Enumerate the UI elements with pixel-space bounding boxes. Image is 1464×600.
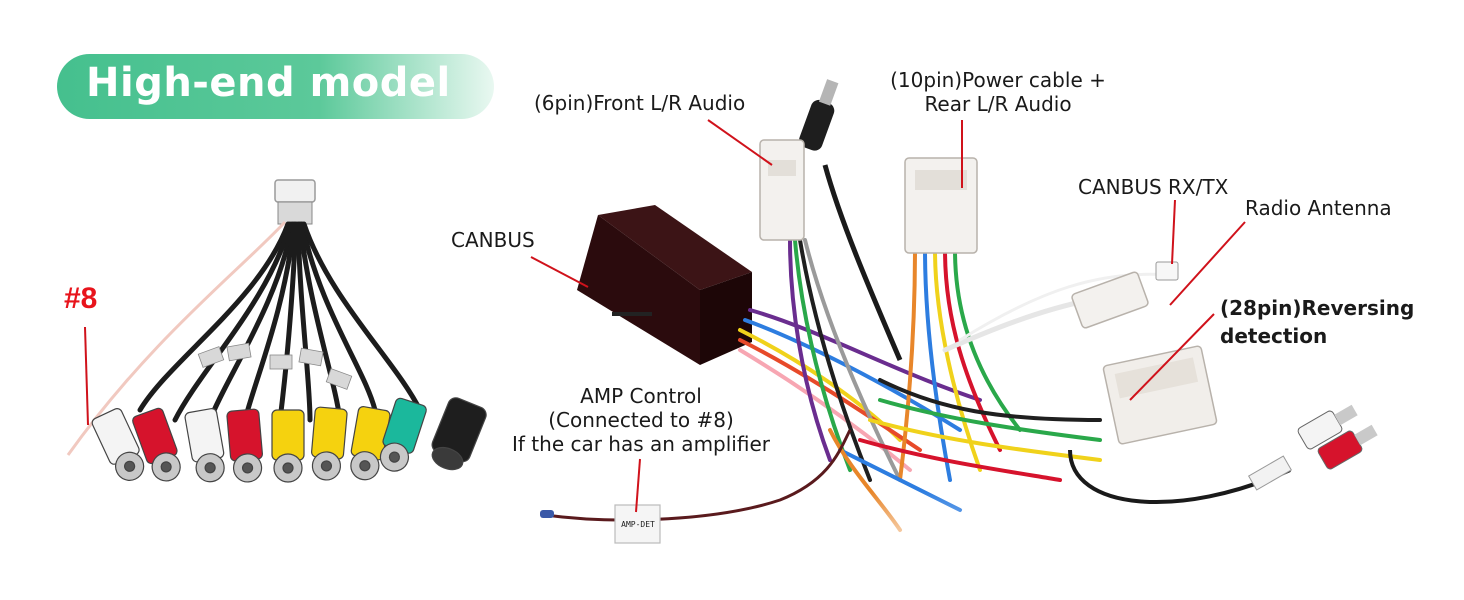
- reversing-label-line2: detection: [1220, 324, 1328, 348]
- marker-8-label: #8: [64, 282, 98, 315]
- power-cable-label-line2: Rear L/R Audio: [924, 92, 1072, 116]
- amp-control-label-line2: (Connected to #8): [548, 408, 734, 432]
- power-cable-label: (10pin)Power cable + Rear L/R Audio: [878, 68, 1118, 116]
- reversing-label: (28pin)Reversing detection: [1220, 294, 1414, 350]
- model-badge-text: High-end model: [86, 60, 451, 106]
- callout-lines: [84, 119, 1246, 513]
- canbus-label: CANBUS: [451, 228, 535, 252]
- callout-line-amp: [635, 458, 641, 513]
- canbus-box: [577, 205, 752, 365]
- callout-line-radio-antenna: [1169, 221, 1246, 306]
- radio-antenna-label: Radio Antenna: [1245, 196, 1392, 220]
- canbus-rxtx-label: CANBUS RX/TX: [1078, 175, 1229, 199]
- callout-line-8: [84, 326, 89, 426]
- callout-line-front-audio: [707, 119, 773, 166]
- amp-control-label-line3: If the car has an amplifier: [512, 432, 770, 456]
- amp-control-label: AMP Control (Connected to #8) If the car…: [500, 384, 782, 456]
- rca-cable-bundle: [66, 179, 487, 483]
- power-cable-label-line1: (10pin)Power cable +: [890, 68, 1106, 92]
- model-badge: [57, 54, 494, 119]
- callout-line-reversing: [1129, 313, 1215, 401]
- front-audio-label: (6pin)Front L/R Audio: [534, 91, 746, 115]
- main-harness: AMP-DET: [540, 79, 1378, 600]
- amp-tag-text: AMP-DET: [621, 520, 655, 529]
- callout-line-canbus: [530, 256, 589, 288]
- callout-line-canbus-rxtx: [1171, 199, 1176, 265]
- amp-control-label-line1: AMP Control: [580, 384, 702, 408]
- reversing-label-line1: (28pin)Reversing: [1220, 296, 1415, 320]
